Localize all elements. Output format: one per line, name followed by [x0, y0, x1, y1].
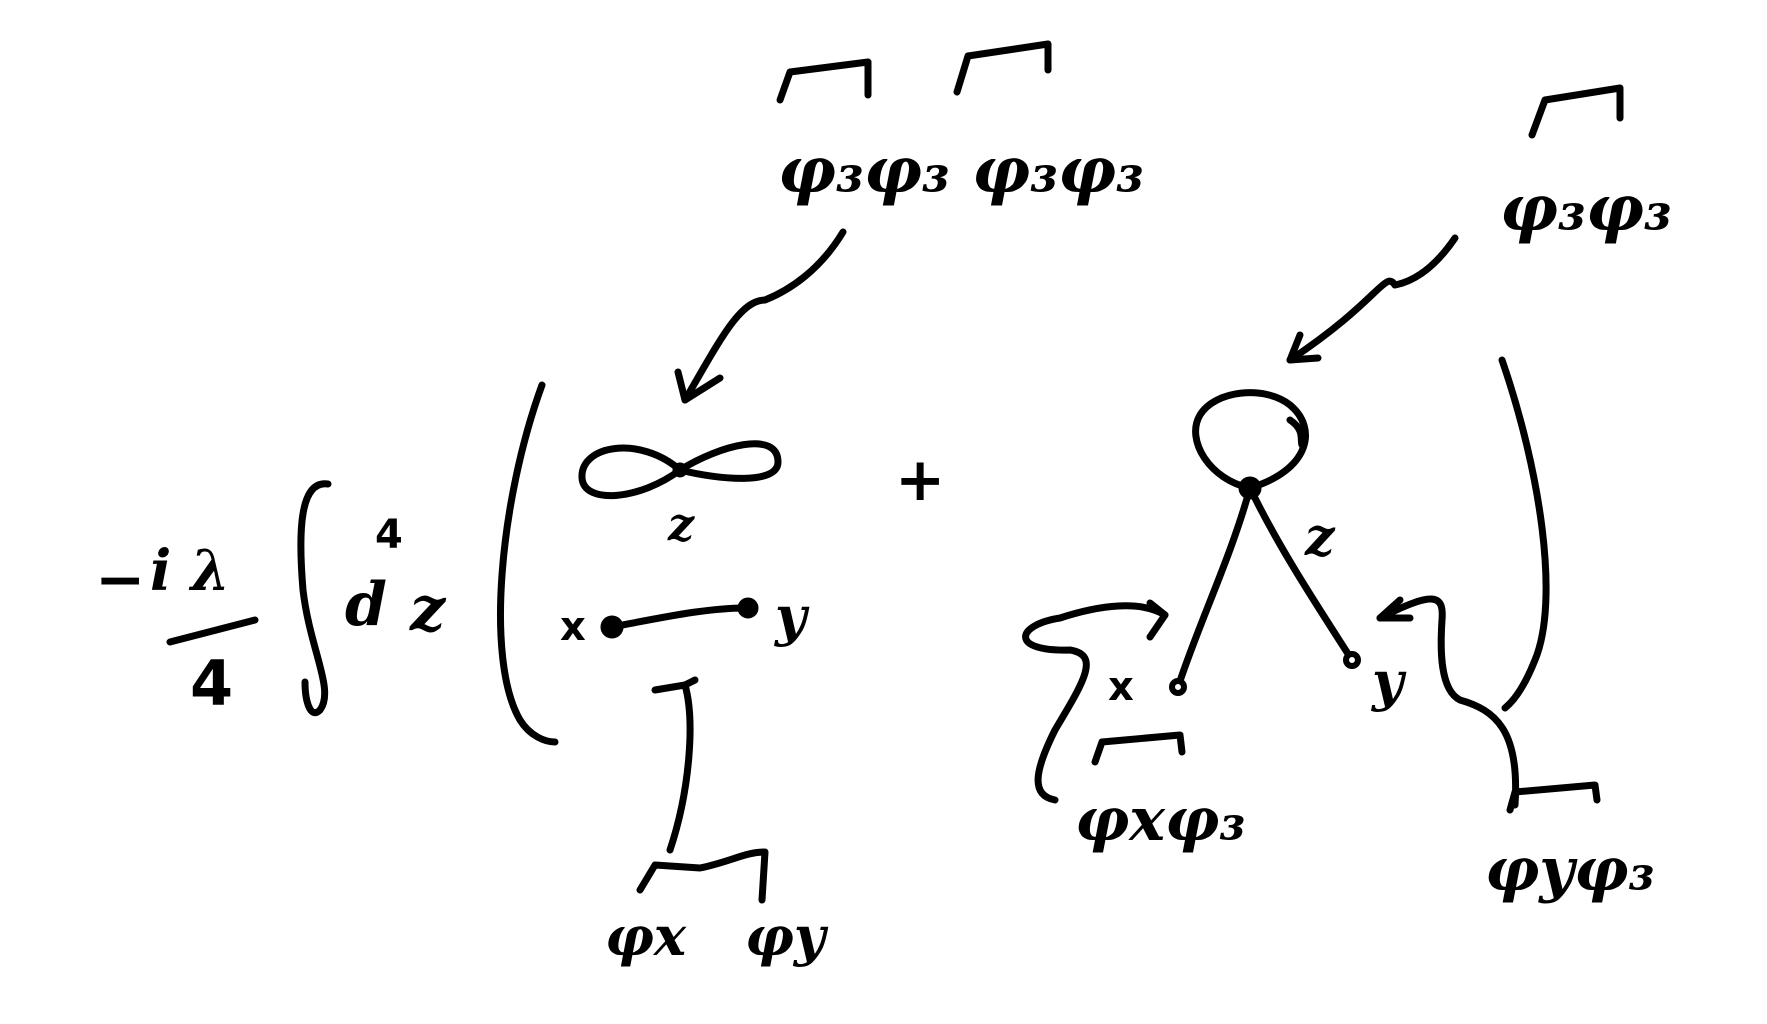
integral-power: 4 [375, 512, 403, 558]
term1-bottom-annotation: φx φy [605, 676, 829, 968]
term2-right-arrow-shaft [1376, 595, 1520, 809]
term2-point-x [1169, 678, 1187, 696]
term2-right-arrowhead [1376, 596, 1414, 622]
term1-bottom-left: φx [605, 904, 687, 968]
tadpole-line-left [1174, 484, 1254, 691]
term2-left-annotation: φxφ₃ [1022, 599, 1246, 855]
term1-vertex-label: z [667, 497, 695, 551]
term1-bottom-arrow-shaft [666, 681, 694, 854]
integral-measure: d [345, 570, 387, 640]
term2-left-arrow-shaft [1022, 602, 1169, 804]
term1-contraction-bracket-bottom [636, 848, 769, 904]
term1-point-x [600, 615, 624, 639]
minus-sign: − [95, 545, 145, 615]
term2-right-fields: φyφ₃ [1485, 835, 1655, 905]
term1-contraction-bracket-1 [776, 58, 872, 104]
term2-point-y [1343, 651, 1361, 669]
right-parenthesis [1498, 356, 1550, 712]
term1-top-arrow-shaft [681, 228, 847, 404]
term2-top-annotation: φ₃φ₃ [1286, 84, 1672, 364]
term2-contraction-bracket-left [1091, 731, 1186, 766]
integral-variable: z [409, 572, 447, 645]
term2-vertex-label: z [1304, 507, 1336, 568]
term2-top-arrow-shaft [1286, 234, 1459, 364]
left-parenthesis [497, 381, 559, 746]
term2-right-annotation: φyφ₃ [1376, 595, 1655, 905]
integral: d 4 z [297, 480, 447, 716]
fraction-bar [166, 616, 259, 646]
term2-label-y: y [1371, 649, 1407, 713]
prefactor-numerator: i λ [150, 538, 230, 604]
term1-top-annotation: φ₃φ₃ φ₃φ₃ [674, 40, 1144, 404]
prefactor: − i λ 4 [95, 538, 259, 720]
bubble-vertex [672, 462, 688, 478]
term1-bottom-arrowhead [651, 676, 699, 694]
term1-top-arrowhead [674, 368, 724, 404]
term1-label-y: y [774, 584, 810, 648]
bubble-left-loop [578, 444, 684, 500]
term1-propagator-line [608, 604, 754, 631]
prefactor-denominator: 4 [190, 647, 233, 720]
term2-label-x: x [1108, 664, 1134, 710]
integral-sign [297, 480, 332, 716]
term1-bottom-right: φy [745, 904, 829, 968]
tadpole-loop [1192, 389, 1309, 492]
term1-propagator: x y [560, 584, 810, 650]
tadpole-loop-tail [1286, 416, 1306, 449]
term2-top-fields: φ₃φ₃ [1500, 171, 1672, 246]
term1-vacuum-bubble: z [578, 440, 782, 551]
term2-left-arrowhead [1146, 599, 1169, 641]
term1-label-x: x [560, 604, 586, 650]
term1-point-y [737, 597, 759, 619]
term1-top-fields: φ₃φ₃ φ₃φ₃ [778, 133, 1144, 208]
term2-contraction-bracket-top [1528, 84, 1624, 139]
term2-left-fields: φxφ₃ [1075, 785, 1246, 855]
term1-contraction-bracket-2 [953, 40, 1052, 96]
term2-top-arrowhead [1286, 331, 1322, 364]
bubble-right-loop [676, 440, 782, 482]
term2-tadpole: z x y [1108, 389, 1407, 713]
tadpole-line-right [1246, 484, 1356, 664]
plus-sign: + [895, 445, 945, 515]
